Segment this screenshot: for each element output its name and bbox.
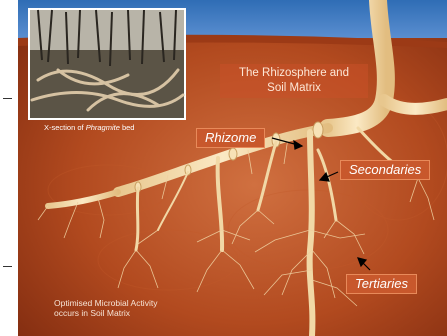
title-line-1: The Rhizosphere and (224, 66, 364, 81)
tertiaries-label: Tertiaries (346, 274, 417, 294)
rhizosphere-diagram: The Rhizosphere and Soil Matrix X-sectio… (18, 0, 447, 336)
secondaries-label: Secondaries (340, 160, 430, 180)
footer-line-2: occurs in Soil Matrix (54, 308, 157, 318)
rhizome-label: Rhizome (196, 128, 265, 148)
caption-italic: Phragmite (86, 123, 120, 132)
photo-caption: X-section of Phragmite bed (44, 123, 134, 132)
photo-inset (28, 8, 186, 120)
margin-tick (3, 266, 12, 267)
caption-prefix: X-section of (44, 123, 86, 132)
title-line-2: Soil Matrix (224, 81, 364, 96)
footer-line-1: Optimised Microbial Activity (54, 298, 157, 308)
margin-tick (3, 98, 12, 99)
caption-suffix: bed (120, 123, 135, 132)
diagram-title: The Rhizosphere and Soil Matrix (220, 64, 368, 98)
footer-note: Optimised Microbial Activity occurs in S… (54, 298, 157, 318)
